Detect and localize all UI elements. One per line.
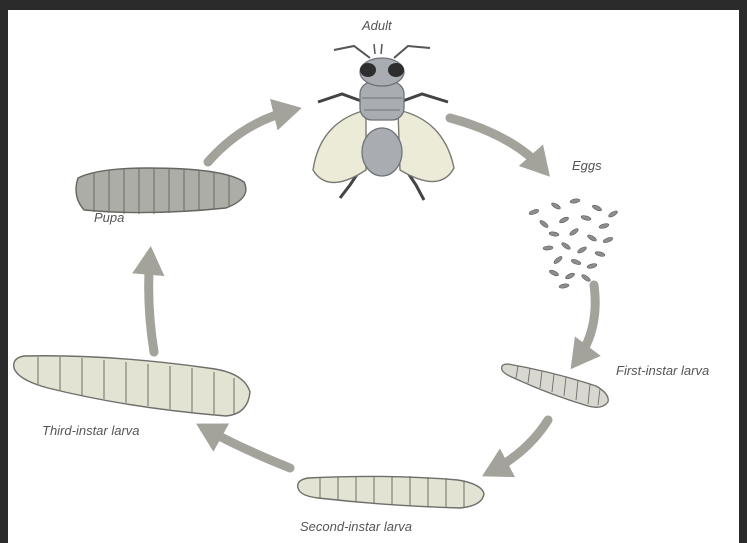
arrow-third-instar-to-pupa (149, 255, 154, 352)
pupa-illustration (76, 168, 246, 214)
arrow-pupa-to-adult (208, 110, 293, 162)
eggs-cluster-illustration (529, 198, 619, 289)
lifecycle-diagram-panel: Adult Eggs Pupa First-instar larva Third… (8, 10, 739, 543)
first-instar-larva-illustration (502, 364, 609, 407)
arrow-first-to-second-instar (490, 420, 548, 472)
pupa-label: Pupa (94, 210, 124, 225)
second-instar-larva-label: Second-instar larva (300, 519, 412, 534)
arrow-eggs-to-first-instar (576, 285, 595, 362)
adult-label: Adult (361, 18, 393, 33)
second-instar-larva-illustration (298, 476, 484, 508)
arrow-adult-to-eggs (450, 118, 544, 170)
adult-fly-illustration (313, 44, 454, 200)
eggs-label: Eggs (572, 158, 602, 173)
third-instar-larva-label: Third-instar larva (42, 423, 140, 438)
arrow-second-to-third-instar (204, 428, 290, 468)
fly-lifecycle-diagram: Adult Eggs Pupa First-instar larva Third… (8, 10, 739, 543)
first-instar-larva-label: First-instar larva (616, 363, 709, 378)
third-instar-larva-illustration (14, 356, 250, 416)
